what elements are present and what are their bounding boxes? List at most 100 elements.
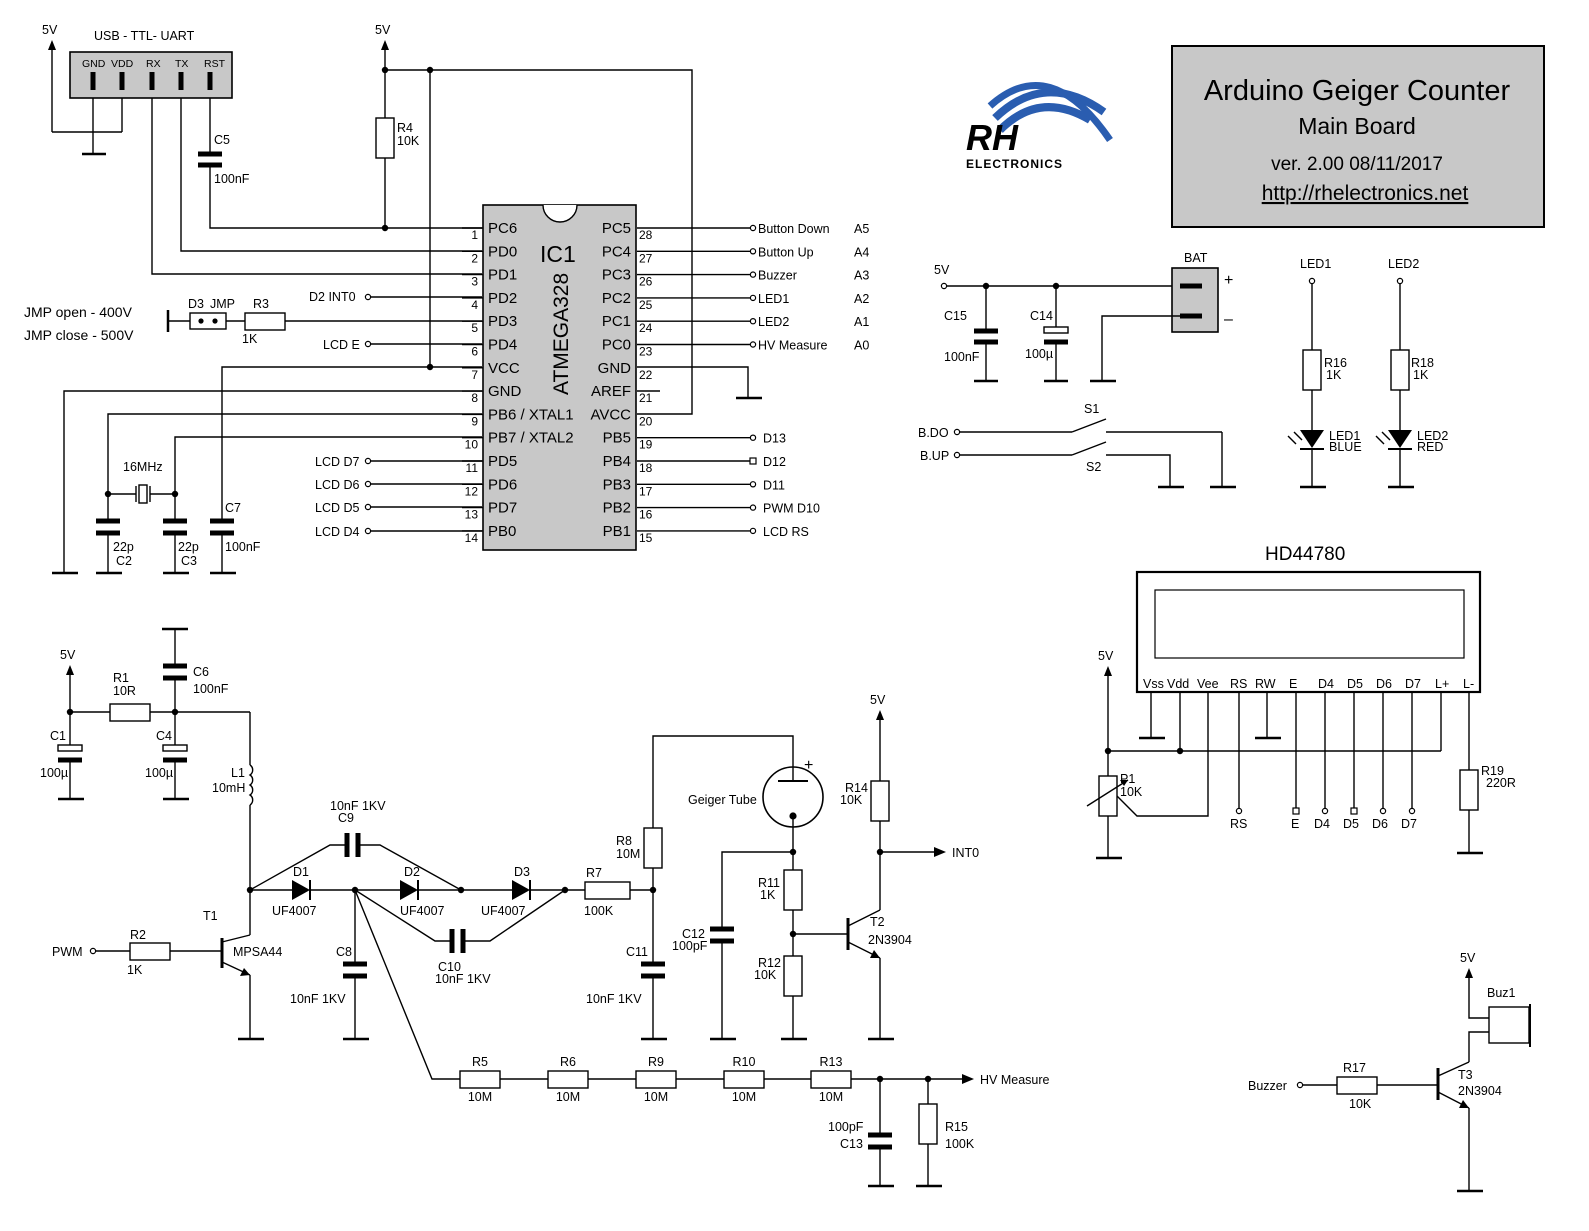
- version-text: ver. 2.00 08/11/2017: [1271, 154, 1443, 175]
- r11-ref: R11: [758, 876, 780, 890]
- ic1-pin-23-num: 23: [639, 345, 653, 359]
- buzzer-5v-label: 5V: [1460, 951, 1476, 965]
- ic1-net-25: LED1: [758, 292, 789, 306]
- crystal-label: 16MHz: [123, 460, 163, 474]
- c7-ref: C7: [225, 501, 241, 515]
- t3-ref: T3: [1458, 1068, 1473, 1082]
- ic1-pin-6-name: PD4: [488, 337, 517, 354]
- r7-value: 100K: [584, 904, 614, 918]
- r11-value: 1K: [760, 888, 776, 902]
- c15-ref: C15: [944, 309, 967, 323]
- uart-5v-label: 5V: [42, 23, 58, 37]
- title-text: Arduino Geiger Counter: [1204, 75, 1511, 107]
- ic1-alias-24: A1: [854, 315, 869, 329]
- r16-ref: R16: [1324, 356, 1347, 370]
- ic1-net-24: LED2: [758, 315, 789, 329]
- lcd-net-d6: D6: [1372, 817, 1388, 831]
- lcd-5v-label: 5V: [1098, 649, 1114, 663]
- led1-ref: LED1: [1329, 429, 1360, 443]
- ic1-left-nets: D2 INT0 LCD E LCD D7 LCD D6 LCD D5 LCD D…: [309, 290, 482, 539]
- lcd-pin-11: L-: [1463, 677, 1474, 691]
- lcd-pin-3: RS: [1230, 677, 1247, 691]
- ic1-pin-22-num: 22: [639, 368, 653, 382]
- ic1-pin-9-num: 9: [471, 414, 478, 428]
- divider-r5-ref: R5: [472, 1055, 488, 1069]
- lcd-net-rs: RS: [1230, 817, 1247, 831]
- bdo-label: B.DO: [918, 426, 949, 440]
- lcd-net-d7: D7: [1401, 817, 1417, 831]
- ic1-pin-5-num: 5: [471, 321, 478, 335]
- ic1-pin-18-name: PB4: [603, 453, 631, 470]
- d3-ref: D3: [514, 865, 530, 879]
- divider-r13-value: 10M: [819, 1090, 843, 1104]
- d2-value: UF4007: [400, 904, 445, 918]
- c6-value: 100nF: [193, 682, 229, 696]
- buzzer-net-label: Buzzer: [1248, 1079, 1287, 1093]
- ic1-net-18: D12: [763, 455, 786, 469]
- c14-ref: C14: [1030, 309, 1053, 323]
- led1-section: LED1 R16 1K LED1 BLUE: [1287, 257, 1362, 489]
- c4-ref: C4: [156, 729, 172, 743]
- c1-ref: C1: [50, 729, 66, 743]
- r8-ref: R8: [616, 834, 632, 848]
- t1-ref: T1: [203, 909, 218, 923]
- lcd-pin-9: D7: [1405, 677, 1421, 691]
- ic1-pin-19-name: PB5: [603, 430, 631, 447]
- t3-value: 2N3904: [1458, 1084, 1502, 1098]
- r2-value: 1K: [127, 963, 143, 977]
- r19-ref: R19: [1481, 764, 1504, 778]
- ic1-pin-10-num: 10: [465, 438, 479, 452]
- bat-label: BAT: [1184, 251, 1208, 265]
- c13-value: 100pF: [828, 1120, 864, 1134]
- lcd-pin-6: D4: [1318, 677, 1334, 691]
- ic1-pin-18-num: 18: [639, 461, 653, 475]
- ic1-pin-25-name: PC2: [602, 290, 631, 307]
- led1-net: LED1: [1300, 257, 1331, 271]
- r18-value: 1K: [1413, 368, 1429, 382]
- s2-label: S2: [1086, 460, 1101, 474]
- c12-value: 100pF: [672, 939, 708, 953]
- ic1-pin-11-name: PD5: [488, 453, 517, 470]
- d2-ref: D2: [404, 865, 420, 879]
- l1-ref: L1: [231, 766, 245, 780]
- power-section: 5V C15 100nF C14 100µ BAT + –: [934, 251, 1233, 383]
- uart-pin-rst: RST: [204, 58, 226, 70]
- net-lcd-d4: LCD D4: [315, 525, 360, 539]
- lcd-net-e: E: [1291, 817, 1299, 831]
- c8-ref: C8: [336, 945, 352, 959]
- led2-section: LED2 R18 1K LED2 RED: [1375, 257, 1448, 489]
- url-link[interactable]: http://rhelectronics.net: [1262, 182, 1469, 205]
- ic1-pin-5-name: PD3: [488, 313, 517, 330]
- r18-ref: R18: [1411, 356, 1434, 370]
- hv-switch-t1: T1 MPSA44 PWM R2 1K: [52, 886, 282, 1041]
- r16-value: 1K: [1326, 368, 1342, 382]
- r3-ref: R3: [253, 297, 269, 311]
- c2-value: 22p: [113, 540, 134, 554]
- ic1-net-27: Button Up: [758, 245, 814, 259]
- divider-r13-ref: R13: [820, 1055, 843, 1069]
- ic1-pin-16-name: PB2: [603, 500, 631, 517]
- r15-value: 100K: [945, 1137, 975, 1151]
- subtitle-text: Main Board: [1298, 113, 1416, 139]
- ic1-net-26: Buzzer: [758, 269, 797, 283]
- geiger-tube-label: Geiger Tube: [688, 793, 757, 807]
- lcd-title: HD44780: [1265, 544, 1345, 565]
- ic1-pin-19-num: 19: [639, 438, 653, 452]
- c8-value: 10nF 1KV: [290, 992, 346, 1006]
- c12-ref: C12: [682, 927, 705, 941]
- r7-ref: R7: [586, 866, 602, 880]
- d3-jmp-ref: D3: [188, 297, 204, 311]
- led2-ref: LED2: [1417, 429, 1448, 443]
- c2-ref: C2: [116, 554, 132, 568]
- ic1-pin-14-name: PB0: [488, 523, 516, 540]
- ic1-pin-12-num: 12: [465, 484, 479, 498]
- r15-ref: R15: [945, 1120, 968, 1134]
- uart-title: USB - TTL- UART: [94, 29, 195, 43]
- divider-r10-value: 10M: [732, 1090, 756, 1104]
- jmp-open-note: JMP open - 400V: [24, 304, 133, 320]
- lcd-pin-8: D6: [1376, 677, 1392, 691]
- ic1-pin-20-name: AVCC: [590, 406, 631, 423]
- ic1-atmega328: IC1 ATMEGA328 PC61PD02PD13PD24PD35PD46VC…: [462, 204, 653, 551]
